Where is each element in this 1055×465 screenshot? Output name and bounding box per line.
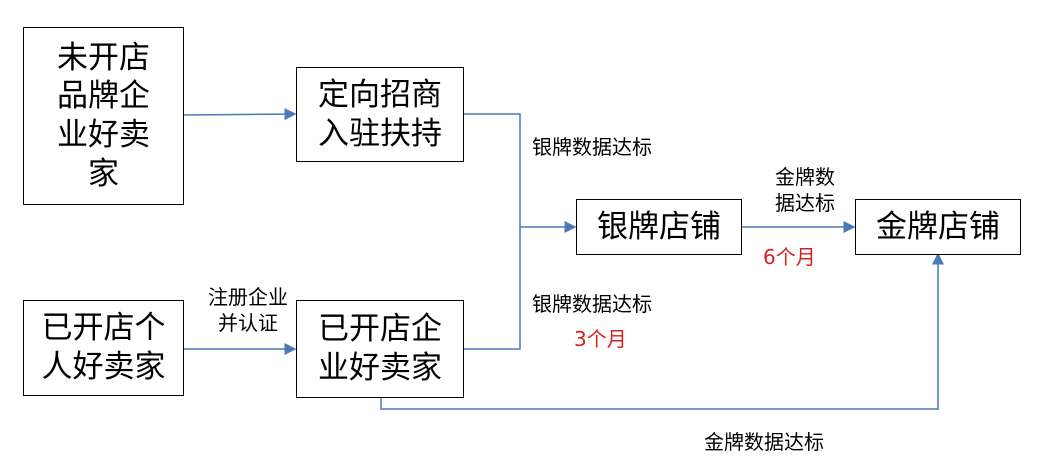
node-enterprise-seller: 已开店企 业好卖家 — [296, 300, 464, 398]
label-silver-criteria-bottom: 银牌数据达标 — [532, 292, 652, 316]
node-unopened-brand-seller-text: 未开店 品牌企 业好卖 家 — [57, 39, 150, 192]
node-gold-store-text: 金牌店铺 — [876, 208, 1000, 245]
label-gold-criteria-bottom: 金牌数据达标 — [704, 430, 824, 454]
node-silver-store-text: 银牌店铺 — [597, 208, 721, 245]
node-directed-support-text: 定向招商 入驻扶持 — [318, 76, 442, 152]
label-gold-criteria-top: 金牌数 据达标 — [775, 165, 835, 215]
label-silver-period: 3个月 — [574, 327, 627, 351]
node-enterprise-seller-text: 已开店企 业好卖家 — [318, 311, 442, 386]
connector-enterprise-branch — [463, 227, 521, 350]
node-gold-store: 金牌店铺 — [855, 199, 1021, 255]
label-gold-period: 6个月 — [763, 245, 816, 269]
arrow-unopened-to-support — [182, 108, 297, 121]
node-silver-store: 银牌店铺 — [576, 199, 742, 255]
label-silver-criteria-top: 银牌数据达标 — [532, 135, 652, 159]
label-register-certify: 注册企业 并认证 — [208, 285, 288, 335]
node-unopened-brand-seller: 未开店 品牌企 业好卖 家 — [23, 27, 184, 205]
node-individual-seller-text: 已开店个 人好卖家 — [41, 310, 166, 385]
node-individual-seller: 已开店个 人好卖家 — [23, 300, 184, 396]
arrow-enterprise-to-gold — [380, 252, 944, 410]
connector-support-branch — [463, 113, 521, 227]
node-directed-support: 定向招商 入驻扶持 — [296, 67, 464, 162]
